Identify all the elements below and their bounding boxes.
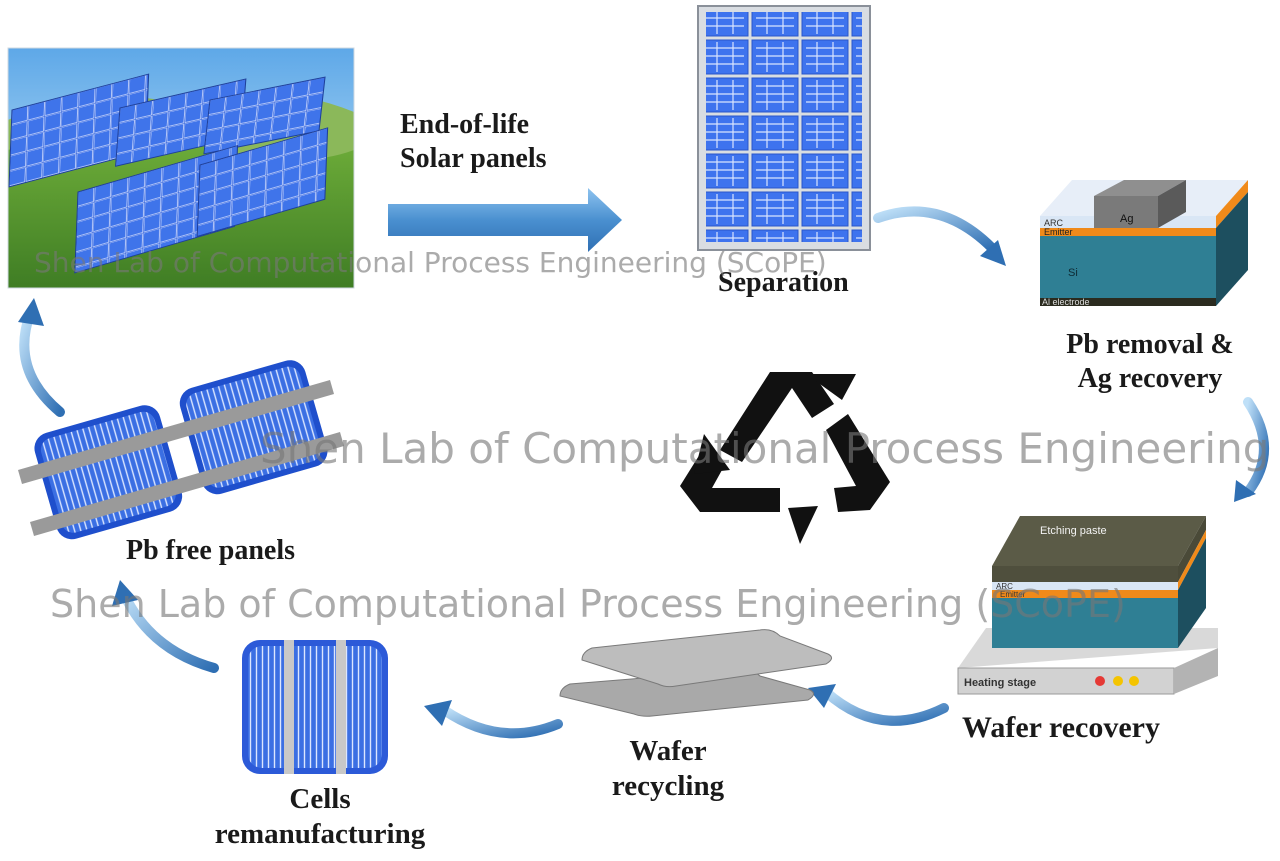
wafer-recycling-label: Wafer recycling: [611, 735, 725, 802]
ag-label: Ag: [1120, 213, 1133, 225]
arc-label: ARC: [1044, 218, 1064, 228]
etching-arc-label: ARC: [996, 582, 1013, 591]
recycle-icon: [680, 372, 890, 544]
heating-stage-label: Heating stage: [964, 677, 1036, 689]
al-electrode-label: Al electrode: [1042, 297, 1090, 307]
curve-arrow-wafer-recovery: [821, 687, 949, 726]
curve-arrow-separation: [873, 206, 997, 253]
watermark-1: Shen Lab of Computational Process Engine…: [34, 246, 827, 279]
separation-label: Separation: [718, 267, 849, 298]
wafer-stack: [559, 629, 832, 717]
curve-arrow-wafer-recycling: [439, 705, 563, 739]
pb-free-cells: [18, 360, 344, 540]
emitter-label: Emitter: [1044, 227, 1073, 237]
si-label: Si: [1068, 267, 1078, 279]
curve-arrow-cells: [119, 589, 219, 673]
watermark-2: Shen Lab of Computational Process Engine…: [260, 424, 1280, 473]
pb-removal-label: Pb removal & Ag recovery: [1066, 329, 1234, 394]
solar-field-photo: [7, 47, 355, 289]
pb-free-panels-label: Pb free panels: [126, 535, 296, 566]
heating-stage-block: Heating stage Etching paste ARC Emitter: [957, 516, 1218, 695]
etching-emitter-label: Emitter: [1000, 590, 1026, 599]
separation-panel: [697, 5, 871, 251]
remanufactured-cell: [242, 640, 388, 774]
etching-paste-label: Etching paste: [1040, 525, 1107, 537]
main-flow-arrow: [388, 188, 622, 252]
cell-cross-section: ARC Ag Emitter Si Al electrode: [1040, 180, 1248, 307]
curve-arrow-left-side: [19, 309, 65, 417]
end-of-life-label: End-of-life Solar panels: [400, 109, 547, 174]
watermark-3: Shen Lab of Computational Process Engine…: [50, 582, 1126, 626]
curve-arrow-right-side: [1243, 397, 1269, 497]
cells-remanufacturing-label: Cells remanufacturing: [214, 783, 426, 850]
wafer-recovery-label: Wafer recovery: [962, 711, 1160, 744]
